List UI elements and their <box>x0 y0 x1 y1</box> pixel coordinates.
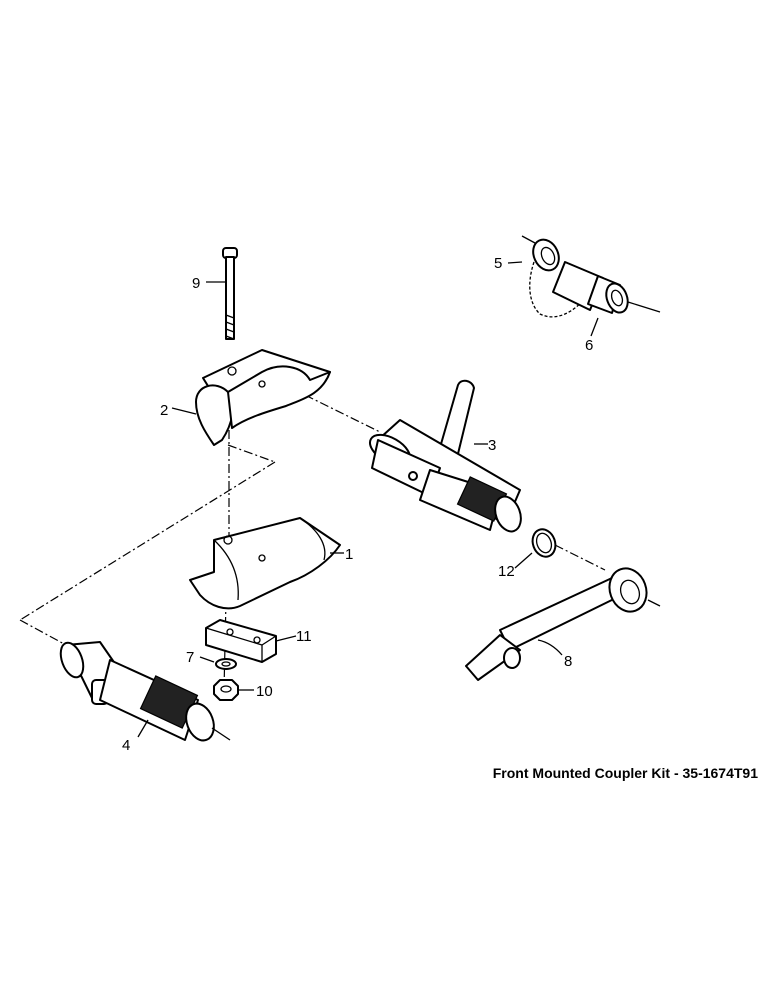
part-9-bolt <box>222 247 238 340</box>
part-4-coupler <box>59 641 231 742</box>
callout-1: 1 <box>345 546 353 563</box>
diagram-caption: Front Mounted Coupler Kit - 35-1674T91 <box>493 765 758 781</box>
callout-2: 2 <box>160 402 168 419</box>
callout-7: 7 <box>186 649 194 666</box>
part-3-coupler-with-handle <box>369 379 522 533</box>
callout-labels: 1 2 3 4 5 6 7 8 9 10 11 12 <box>122 255 593 754</box>
callout-8: 8 <box>564 653 572 670</box>
part-11-plate <box>205 619 277 663</box>
callout-4: 4 <box>122 737 130 754</box>
part-10-nut <box>213 679 239 701</box>
callout-5: 5 <box>494 255 502 272</box>
part-8-wrench <box>465 567 661 681</box>
part-2-upper-clamp <box>195 349 331 446</box>
part-7-washer <box>215 658 237 670</box>
callout-12: 12 <box>498 563 515 580</box>
callout-9: 9 <box>192 275 200 292</box>
part-5-6-dust-cap-and-plug <box>521 235 661 318</box>
callout-3: 3 <box>488 437 496 454</box>
callout-10: 10 <box>256 683 273 700</box>
part-12-o-ring <box>531 528 557 558</box>
assembly-guide-lines <box>19 394 606 691</box>
callout-6: 6 <box>585 337 593 354</box>
leader-lines <box>137 261 599 738</box>
callout-11: 11 <box>296 628 312 645</box>
part-1-lower-clamp <box>189 517 341 610</box>
